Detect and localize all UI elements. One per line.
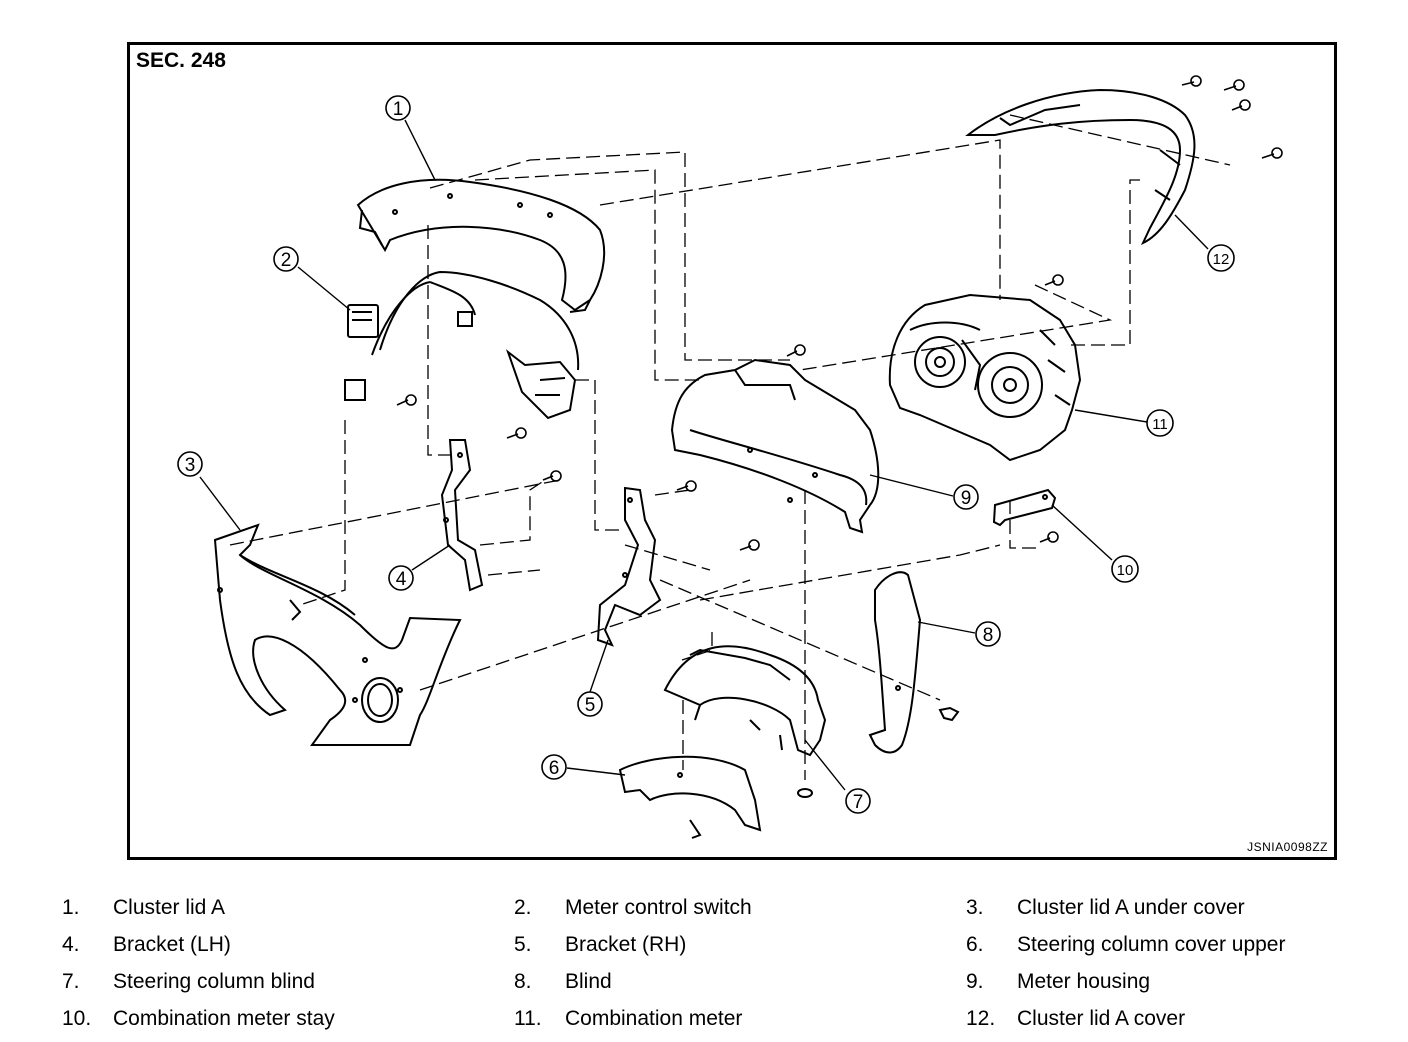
screw-icon xyxy=(739,539,760,551)
screw-icon xyxy=(506,427,527,439)
legend-number: 3. xyxy=(966,896,984,919)
screw-icon xyxy=(1039,531,1059,543)
svg-text:5: 5 xyxy=(585,695,596,716)
legend-number: 4. xyxy=(62,933,80,956)
screw-icon xyxy=(676,480,697,492)
screw-icon xyxy=(396,394,417,406)
legend-label: Bracket (RH) xyxy=(565,933,687,956)
diagram-frame: SEC. 248 JSNIA0098ZZ xyxy=(127,42,1337,860)
part-meter-housing xyxy=(670,358,880,534)
part-cluster-lid-a-cover xyxy=(965,88,1196,246)
svg-text:10: 10 xyxy=(1117,562,1134,579)
legend-number: 11. xyxy=(514,1007,542,1030)
callout-9: 9 xyxy=(953,484,979,510)
screw-icon xyxy=(1223,79,1245,91)
callout-4: 4 xyxy=(388,565,414,591)
screw-icon xyxy=(786,344,806,357)
part-steering-column-blind xyxy=(663,645,827,798)
legend-label: Cluster lid A xyxy=(113,896,226,919)
callout-10: 10 xyxy=(1111,555,1139,583)
alignment-lines xyxy=(229,114,1231,780)
part-cluster-lid-a xyxy=(356,178,606,313)
legend-number: 6. xyxy=(966,933,984,956)
legend-label: Combination meter stay xyxy=(113,1007,335,1030)
figure-code: JSNIA0098ZZ xyxy=(1247,840,1328,854)
part-blind xyxy=(868,571,960,754)
svg-text:12: 12 xyxy=(1213,251,1230,268)
screw-icon xyxy=(1044,274,1064,286)
part-combination-meter-stay xyxy=(992,488,1057,527)
exploded-view-diagram: 1 2 3 4 5 6 7 8 9 10 11 12 xyxy=(177,75,1283,839)
leader-lines xyxy=(199,119,1209,791)
legend-number: 10. xyxy=(62,1007,92,1030)
callout-11: 11 xyxy=(1146,409,1174,437)
legend-number: 12. xyxy=(966,1007,996,1030)
legend-label: Meter control switch xyxy=(565,896,752,919)
svg-text:1: 1 xyxy=(393,99,404,120)
part-meter-control-switch xyxy=(344,270,580,420)
svg-text:2: 2 xyxy=(281,250,292,271)
section-label: SEC. 248 xyxy=(136,49,226,72)
svg-text:3: 3 xyxy=(185,455,196,476)
legend-number: 2. xyxy=(514,896,532,919)
legend-number: 5. xyxy=(514,933,532,956)
callout-5: 5 xyxy=(577,691,603,717)
legend-label: Bracket (LH) xyxy=(113,933,231,956)
screw-icon xyxy=(1261,147,1283,159)
svg-text:8: 8 xyxy=(983,625,994,646)
legend-label: Steering column blind xyxy=(113,970,315,993)
legend-label: Steering column cover upper xyxy=(1017,933,1286,956)
fasteners xyxy=(396,75,1283,551)
screw-icon xyxy=(1231,99,1251,111)
svg-text:6: 6 xyxy=(549,758,560,779)
svg-text:7: 7 xyxy=(853,792,864,813)
callout-3: 3 xyxy=(177,451,203,477)
legend-label: Combination meter xyxy=(565,1007,743,1030)
part-cluster-lid-a-under-cover xyxy=(213,523,462,746)
part-bracket-rh xyxy=(596,486,662,647)
callout-8: 8 xyxy=(975,621,1001,647)
callout-12: 12 xyxy=(1207,244,1235,272)
legend-number: 1. xyxy=(62,896,80,919)
part-combination-meter xyxy=(888,293,1082,462)
callout-1: 1 xyxy=(385,95,411,121)
callout-7: 7 xyxy=(845,788,871,814)
legend-number: 9. xyxy=(966,970,984,993)
part-bracket-lh xyxy=(440,439,484,592)
screw-icon xyxy=(542,470,562,482)
legend-number: 8. xyxy=(514,970,532,993)
legend-label: Cluster lid A cover xyxy=(1017,1007,1186,1030)
callout-6: 6 xyxy=(541,754,567,780)
callout-2: 2 xyxy=(273,246,299,272)
screw-icon xyxy=(1181,75,1202,87)
svg-text:9: 9 xyxy=(961,488,972,509)
svg-text:4: 4 xyxy=(396,569,407,590)
svg-text:11: 11 xyxy=(1152,416,1168,433)
legend-label: Cluster lid A under cover xyxy=(1017,896,1245,919)
part-steering-column-cover-upper xyxy=(618,755,762,839)
legend-number: 7. xyxy=(62,970,80,993)
legend-label: Blind xyxy=(565,970,612,993)
legend-label: Meter housing xyxy=(1017,970,1151,993)
